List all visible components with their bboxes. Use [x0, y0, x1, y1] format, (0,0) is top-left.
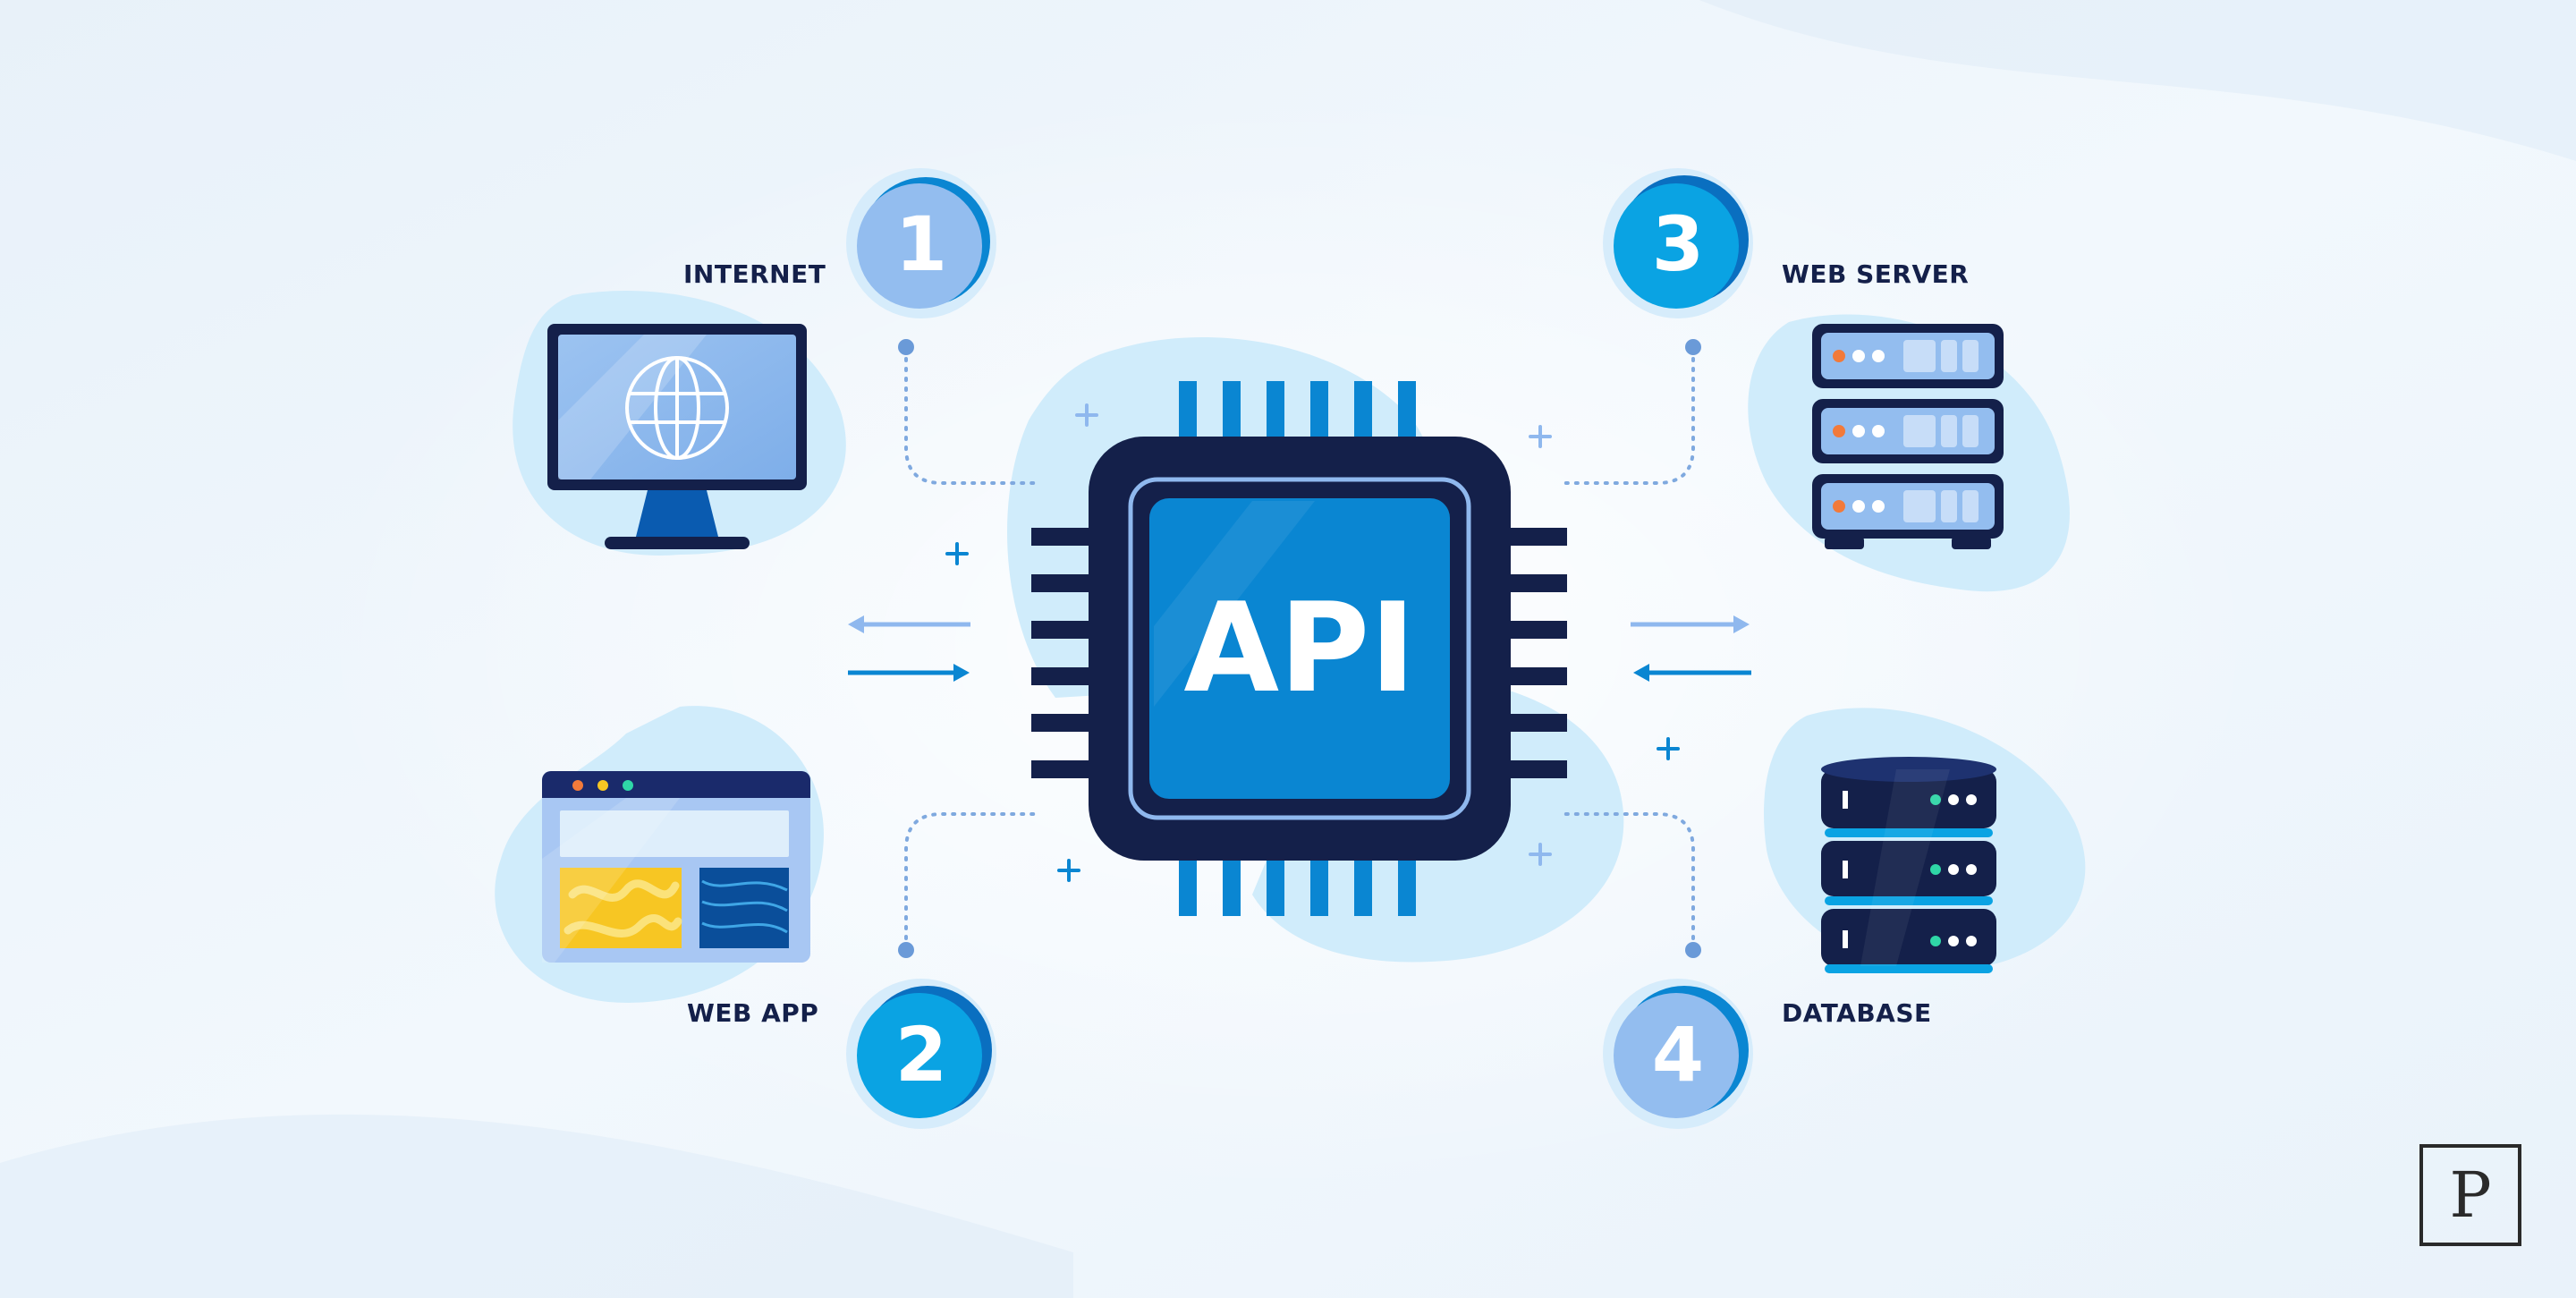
- connector-endpoints: [898, 339, 1701, 958]
- server-unit: [1812, 399, 2004, 463]
- step-circle-3: 3: [1603, 168, 1753, 318]
- database-icon: [1764, 708, 2086, 973]
- api-chip: API: [1031, 381, 1567, 916]
- node-label-web-app: WEB APP: [687, 998, 819, 1028]
- chip-pins-right: [1503, 528, 1567, 778]
- chip-pins-top: [1179, 381, 1416, 440]
- database-disk: [1821, 841, 1996, 896]
- step-circle-2: 2: [846, 979, 996, 1129]
- arrows-right: [1631, 615, 1751, 682]
- background-wave: [1699, 0, 2576, 161]
- step-circle-4: 4: [1603, 979, 1753, 1129]
- step-number-4: 4: [1652, 1011, 1704, 1099]
- database-disk: [1821, 757, 1996, 828]
- connectors: [904, 347, 1695, 950]
- chip-core: [1149, 498, 1450, 799]
- chip-label: API: [1183, 576, 1415, 720]
- arrows-left: [848, 615, 970, 682]
- step-number-2: 2: [895, 1011, 947, 1099]
- chip-pins-bottom: [1179, 857, 1416, 916]
- step-circle-1: 1: [846, 168, 996, 318]
- chip-inner-ring: [1128, 477, 1471, 820]
- step-number-3: 3: [1652, 200, 1704, 288]
- node-label-internet: INTERNET: [683, 259, 826, 289]
- database-disk: [1821, 909, 1996, 966]
- monitor-globe-icon: [513, 291, 846, 556]
- node-label-database: DATABASE: [1782, 998, 1932, 1028]
- globe-icon: [625, 356, 729, 460]
- server-unit: [1812, 324, 2004, 388]
- background-wave: [0, 1114, 1073, 1298]
- brand-logo: P: [2419, 1144, 2521, 1246]
- chip-pins-left: [1031, 528, 1096, 778]
- server-rack-icon: [1748, 314, 2070, 592]
- server-unit: [1812, 474, 2004, 539]
- web-app-window-icon: [495, 706, 824, 1003]
- node-label-web-server: WEB SERVER: [1782, 259, 1970, 289]
- step-number-1: 1: [895, 200, 947, 288]
- logo-letter: P: [2449, 1158, 2491, 1232]
- decor-plus-signs: [945, 403, 1680, 882]
